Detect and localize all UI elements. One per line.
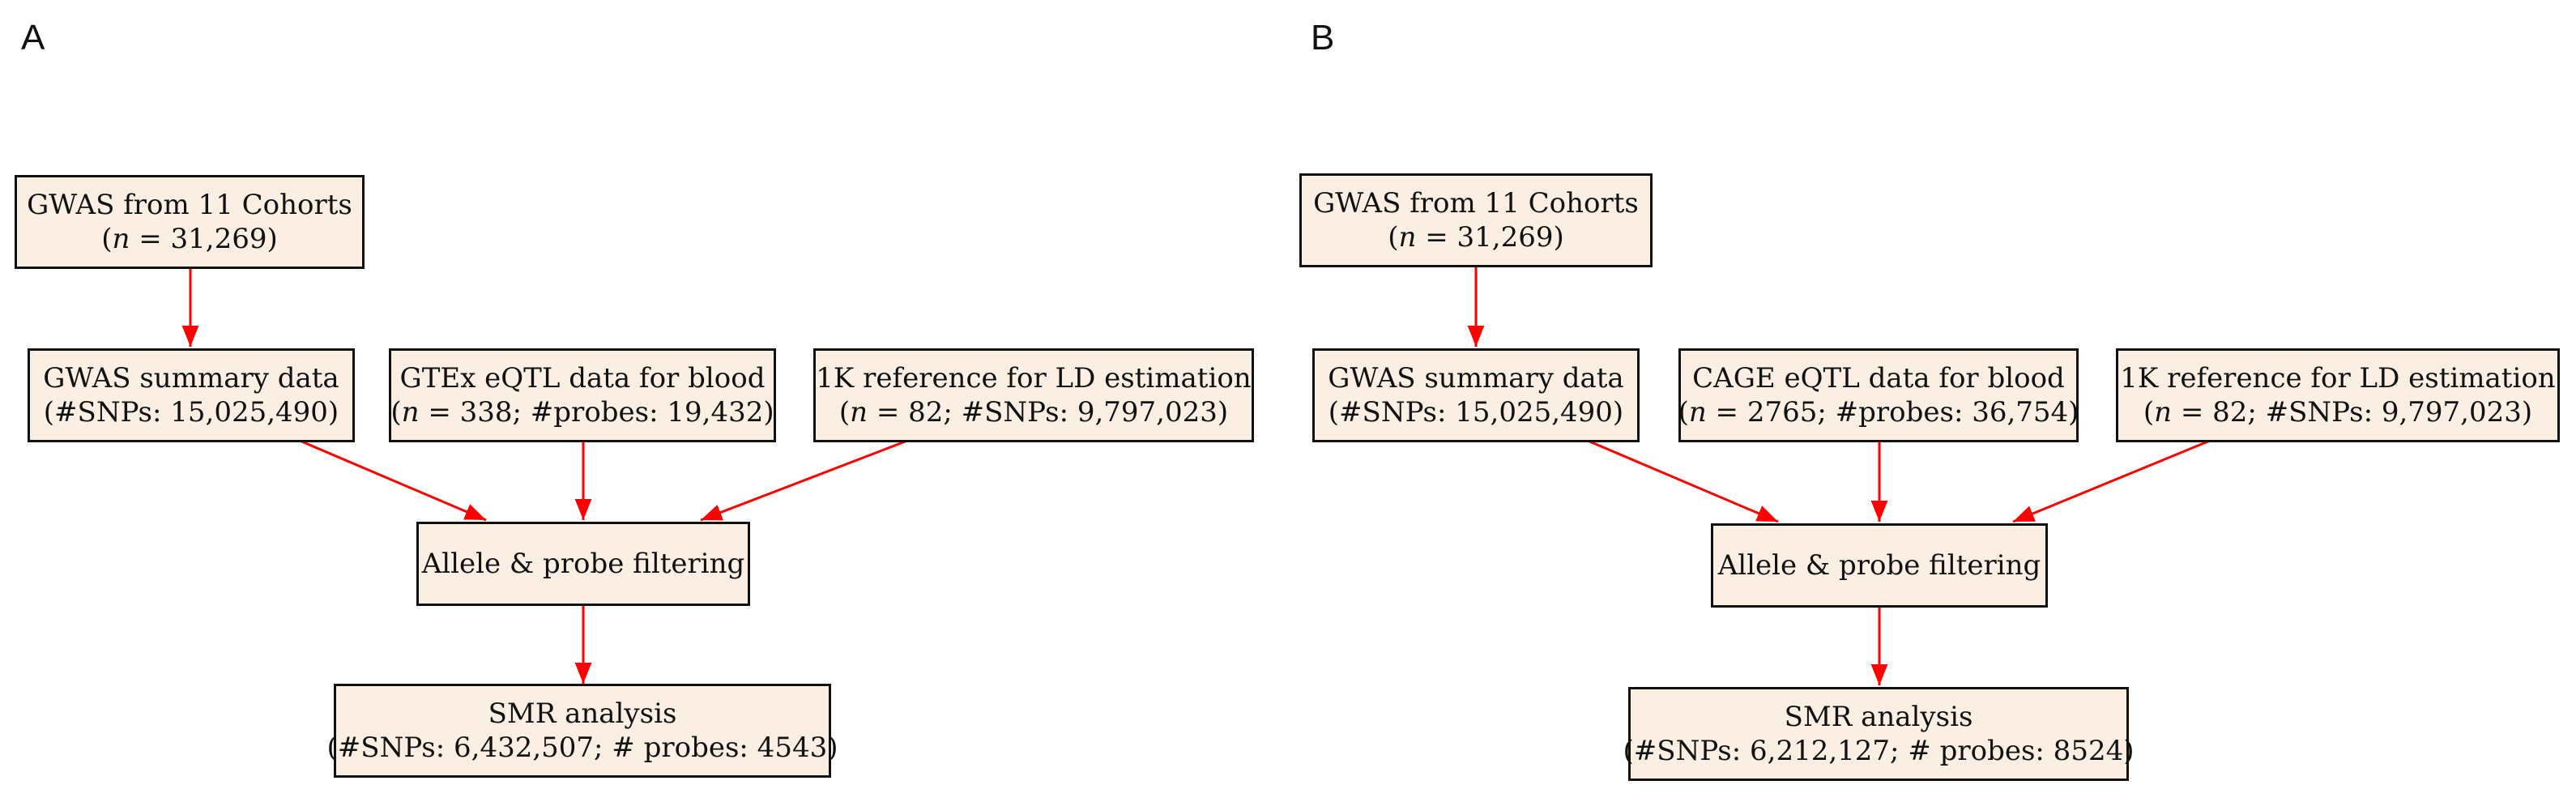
- b-reference-title: 1K reference for LD estimation: [2120, 361, 2556, 395]
- b-gwas-summary-snps: (#SNPs: 15,025,490): [1328, 396, 1624, 429]
- a-gwas-summary-snps: (#SNPs: 15,025,490): [43, 396, 339, 429]
- b-reference-stats: (n = 82; #SNPs: 9,797,023): [2143, 396, 2533, 429]
- b-eqtl-title: CAGE eQTL data for blood: [1692, 361, 2065, 395]
- b-smr-title: SMR analysis: [1784, 700, 1973, 733]
- a-filter-box: Allele & probe filtering: [416, 522, 750, 606]
- a-smr-stats: (#SNPs: 6,432,507; # probes: 4543): [326, 732, 838, 764]
- a-gwas-cohorts-count: (n = 31,269): [101, 223, 278, 255]
- a-reference-box: 1K reference for LD estimation (n = 82; …: [813, 348, 1254, 442]
- a-eqtl-title: GTEx eQTL data for blood: [399, 361, 766, 395]
- b-gwas-cohorts-count: (n = 31,269): [1388, 221, 1564, 254]
- b-filter-box: Allele & probe filtering: [1711, 523, 2048, 608]
- panel-b-label: B: [1311, 18, 1335, 58]
- a-gwas-summary-title: GWAS summary data: [43, 361, 339, 395]
- a-reference-title: 1K reference for LD estimation: [816, 361, 1252, 395]
- b-gwas-summary-title: GWAS summary data: [1328, 361, 1624, 395]
- arrow-b-summary-to-filter: [1587, 439, 1779, 523]
- b-smr-stats: (#SNPs: 6,212,127; # probes: 8524): [1623, 735, 2135, 767]
- b-eqtl-stats: (n = 2765; #probes: 36,754): [1678, 396, 2079, 429]
- arrow-b-reference-to-filter: [2012, 439, 2211, 523]
- a-eqtl-box: GTEx eQTL data for blood (n = 338; #prob…: [389, 348, 776, 442]
- b-eqtl-box: CAGE eQTL data for blood (n = 2765; #pro…: [1678, 348, 2079, 442]
- b-gwas-cohorts-title: GWAS from 11 Cohorts: [1313, 186, 1639, 220]
- b-reference-box: 1K reference for LD estimation (n = 82; …: [2116, 348, 2560, 442]
- panel-a-label: A: [21, 18, 45, 58]
- arrow-a-reference-to-filter: [700, 439, 908, 522]
- a-filter-title: Allele & probe filtering: [421, 547, 745, 580]
- arrow-a-summary-to-filter: [299, 439, 487, 522]
- a-smr-box: SMR analysis (#SNPs: 6,432,507; # probes…: [327, 684, 838, 778]
- a-reference-stats: (n = 82; #SNPs: 9,797,023): [838, 396, 1229, 429]
- a-eqtl-stats: (n = 338; #probes: 19,432): [390, 396, 774, 429]
- b-filter-title: Allele & probe filtering: [1717, 548, 2041, 582]
- a-gwas-cohorts-title: GWAS from 11 Cohorts: [27, 188, 352, 221]
- b-smr-box: SMR analysis (#SNPs: 6,212,127; # probes…: [1623, 687, 2134, 781]
- b-gwas-cohorts-box: GWAS from 11 Cohorts (n = 31,269): [1299, 173, 1653, 267]
- a-gwas-cohorts-box: GWAS from 11 Cohorts (n = 31,269): [15, 175, 365, 269]
- b-gwas-summary-box: GWAS summary data (#SNPs: 15,025,490): [1312, 348, 1640, 442]
- a-gwas-summary-box: GWAS summary data (#SNPs: 15,025,490): [28, 348, 355, 442]
- a-smr-title: SMR analysis: [488, 697, 677, 730]
